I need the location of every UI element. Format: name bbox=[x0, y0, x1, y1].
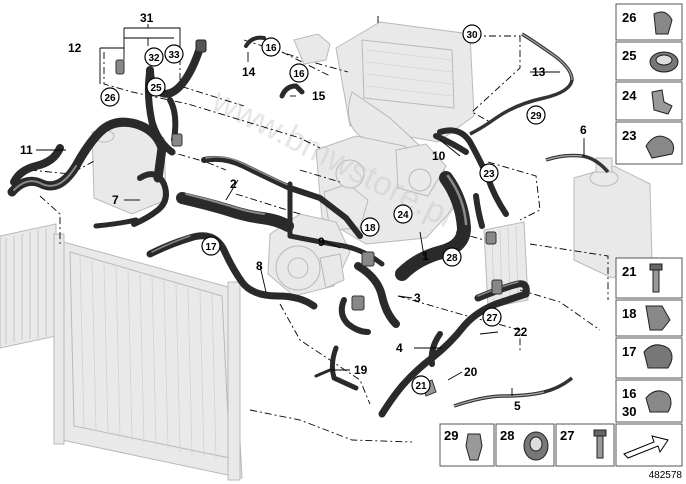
svg-text:16: 16 bbox=[265, 43, 277, 54]
svg-text:28: 28 bbox=[500, 428, 514, 443]
hose-10[interactable] bbox=[433, 133, 485, 229]
label-20: 20 bbox=[464, 365, 478, 379]
svg-text:24: 24 bbox=[397, 210, 409, 221]
svg-text:30: 30 bbox=[466, 30, 478, 41]
panel-cell-24[interactable] bbox=[615, 81, 683, 121]
parts-panel-right: 26 25 24 23 21 18 17 16 30 29 28 bbox=[439, 3, 683, 481]
svg-text:16: 16 bbox=[293, 69, 305, 80]
label-22: 22 bbox=[514, 325, 528, 339]
clip-icon bbox=[651, 89, 673, 115]
circle-label-30: 30 bbox=[462, 24, 482, 44]
svg-text:23: 23 bbox=[483, 169, 495, 180]
line-13[interactable] bbox=[469, 32, 574, 136]
svg-text:21: 21 bbox=[415, 381, 427, 392]
screw-icon bbox=[649, 263, 663, 271]
expansion-tank-right-ghost bbox=[573, 157, 653, 279]
circle-label-25: 25 bbox=[146, 77, 166, 97]
svg-text:27: 27 bbox=[560, 428, 574, 443]
circle-label-26: 26 bbox=[100, 87, 120, 107]
label-14: 14 bbox=[242, 65, 256, 79]
circle-label-29: 29 bbox=[526, 105, 546, 125]
circle-label-24: 24 bbox=[393, 204, 413, 224]
circle-label-18: 18 bbox=[360, 217, 380, 237]
circle-label-17: 17 bbox=[201, 236, 221, 256]
hose-14-15[interactable] bbox=[244, 35, 305, 99]
label-11: 11 bbox=[20, 143, 33, 157]
svg-text:29: 29 bbox=[444, 428, 458, 443]
label-5: 5 bbox=[514, 399, 521, 413]
leader-lines bbox=[36, 24, 585, 396]
svg-text:25: 25 bbox=[150, 83, 162, 94]
label-4: 4 bbox=[396, 341, 403, 355]
svg-text:28: 28 bbox=[446, 253, 458, 264]
circle-label-33: 33 bbox=[164, 44, 184, 64]
hose-7[interactable] bbox=[93, 171, 169, 229]
label-13: 13 bbox=[532, 65, 546, 79]
circled-labels: 32 33 25 26 16 16 30 29 bbox=[100, 24, 546, 395]
label-8: 8 bbox=[256, 259, 263, 273]
hose-8[interactable] bbox=[146, 232, 318, 310]
svg-text:26: 26 bbox=[622, 10, 636, 25]
label-1: 1 bbox=[422, 249, 429, 263]
svg-text:30: 30 bbox=[622, 404, 636, 419]
line-5[interactable] bbox=[453, 376, 574, 408]
circle-label-16a: 16 bbox=[261, 37, 281, 57]
svg-text:25: 25 bbox=[622, 48, 636, 63]
circle-label-21: 21 bbox=[411, 375, 431, 395]
circle-label-27: 27 bbox=[482, 307, 502, 327]
svg-text:18: 18 bbox=[622, 306, 636, 321]
clamp-icon bbox=[645, 390, 672, 413]
hose-3[interactable] bbox=[338, 262, 400, 335]
label-9: 9 bbox=[318, 235, 325, 249]
line-6[interactable] bbox=[545, 153, 610, 174]
svg-text:26: 26 bbox=[104, 93, 116, 104]
svg-text:33: 33 bbox=[168, 50, 180, 61]
svg-text:23: 23 bbox=[622, 128, 636, 143]
clip-icons bbox=[115, 59, 503, 397]
svg-text:21: 21 bbox=[622, 264, 636, 279]
diagram-number: 482578 bbox=[649, 470, 683, 481]
label-15: 15 bbox=[312, 89, 326, 103]
hose-11[interactable] bbox=[7, 117, 167, 197]
label-2: 2 bbox=[230, 177, 237, 191]
thermostat-ghost bbox=[293, 33, 331, 65]
hose-19[interactable] bbox=[314, 345, 359, 391]
label-3: 3 bbox=[414, 291, 421, 305]
intercooler-ghost bbox=[335, 21, 475, 155]
clamp-icon bbox=[643, 344, 673, 369]
circle-label-32: 32 bbox=[144, 47, 164, 67]
clamp-icon bbox=[653, 11, 673, 35]
label-6: 6 bbox=[580, 123, 587, 137]
clip-icon bbox=[645, 135, 675, 159]
bracket-icon bbox=[645, 305, 671, 331]
circle-label-23: 23 bbox=[479, 163, 499, 183]
label-7: 7 bbox=[112, 193, 119, 207]
circle-label-16b: 16 bbox=[289, 63, 309, 83]
label-19: 19 bbox=[354, 363, 368, 377]
circle-label-28: 28 bbox=[442, 247, 462, 267]
label-10: 10 bbox=[432, 149, 446, 163]
hose-4[interactable] bbox=[378, 280, 530, 418]
part-number-labels: 31 12 11 7 2 8 9 1 3 4 5 6 10 13 14 15 1… bbox=[20, 11, 587, 413]
svg-text:17: 17 bbox=[622, 344, 636, 359]
clip-icon bbox=[465, 433, 483, 461]
panel-cell-21[interactable] bbox=[615, 257, 683, 299]
radiator-ghost bbox=[0, 223, 243, 481]
screw-icon bbox=[593, 429, 607, 437]
svg-text:29: 29 bbox=[530, 111, 542, 122]
svg-text:16: 16 bbox=[622, 386, 636, 401]
hose-1[interactable] bbox=[395, 127, 509, 281]
svg-text:17: 17 bbox=[205, 242, 217, 253]
arrow-icon bbox=[623, 435, 669, 459]
label-31: 31 bbox=[140, 11, 154, 25]
svg-text:32: 32 bbox=[148, 53, 160, 64]
svg-text:24: 24 bbox=[622, 88, 637, 103]
svg-text:18: 18 bbox=[364, 223, 376, 234]
label-12: 12 bbox=[68, 41, 82, 55]
engine-ghost bbox=[315, 135, 455, 245]
svg-text:27: 27 bbox=[486, 313, 498, 324]
